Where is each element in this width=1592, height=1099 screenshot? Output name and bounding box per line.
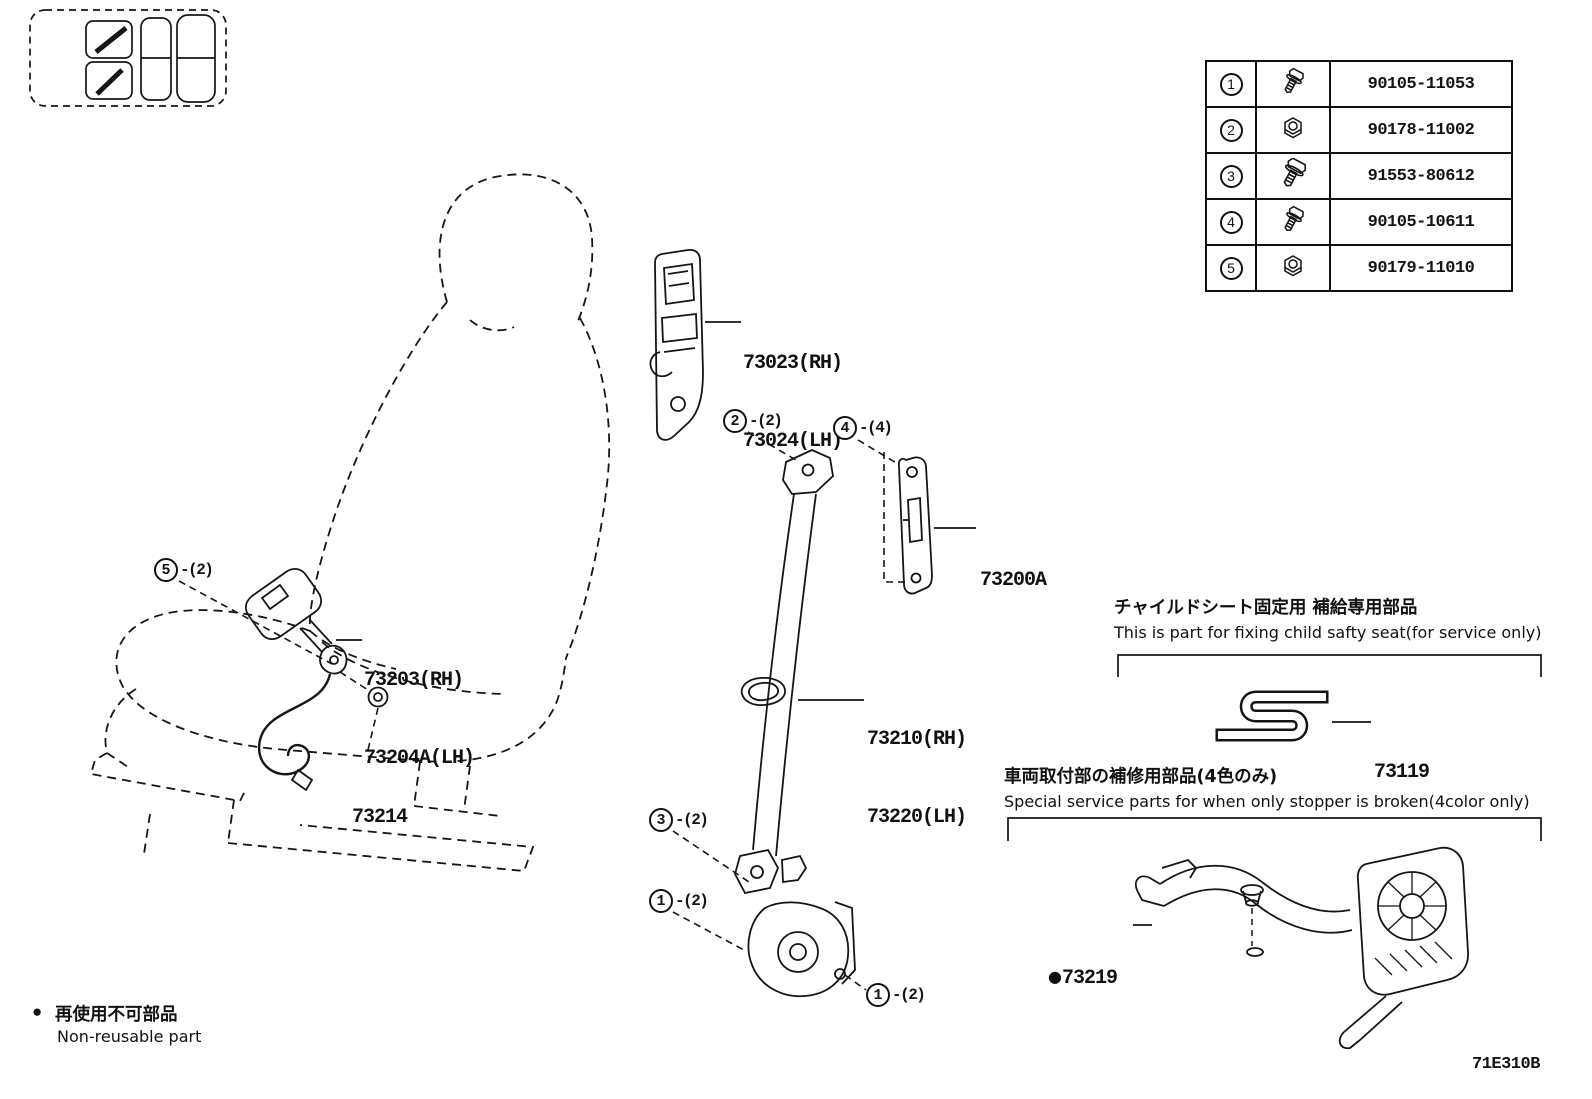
fastener-row: 2 90178-11002 xyxy=(1205,106,1513,154)
callout-number: 3 xyxy=(649,808,673,832)
child-seat-note-en: This is part for fixing child safty seat… xyxy=(1114,623,1542,642)
bolt-icon xyxy=(1277,156,1309,194)
ring-drawing xyxy=(367,686,389,708)
callout-qty: -(2) xyxy=(675,892,709,910)
fastener-index: 1 xyxy=(1219,72,1243,96)
fastener-index: 2 xyxy=(1219,118,1243,142)
part-number: 73210(RH) xyxy=(867,728,967,751)
callout-number: 1 xyxy=(866,983,890,1007)
shoulder-belt-assembly-drawing xyxy=(734,449,864,998)
fastener-index: 3 xyxy=(1219,164,1243,188)
callout-number: 2 xyxy=(723,409,747,433)
part-number: 73024(LH) xyxy=(743,430,843,453)
fastener-table: 1 90105-11053 2 90178-11002 3 91553-8061… xyxy=(1205,60,1513,292)
drawing-code: 71E310B xyxy=(1472,1055,1540,1074)
callout-qty: -(2) xyxy=(749,412,783,430)
label-adjuster: 73200A xyxy=(980,516,1047,620)
part-number: 73204A(LH) xyxy=(364,747,475,770)
fastener-part-number: 90105-11053 xyxy=(1329,60,1513,108)
callout-4: 4-(4) xyxy=(833,416,893,440)
label-inner-belt: 73203(RH) 73204A(LH) xyxy=(364,616,475,798)
callout-1a: 1-(2) xyxy=(649,889,709,913)
part-number: 73119 xyxy=(1374,761,1430,784)
label-stopper: ●73219 xyxy=(1048,912,1118,1018)
nut-icon xyxy=(1280,254,1306,283)
part-number: 73023(RH) xyxy=(743,352,843,375)
leader-lines xyxy=(178,431,905,991)
callout-qty: -(2) xyxy=(675,811,709,829)
callout-1b: 1-(2) xyxy=(866,983,926,1007)
child-seat-note-jp: チャイルドシート固定用 補給専用部品 xyxy=(1114,598,1418,618)
callout-number: 4 xyxy=(833,416,857,440)
fastener-index: 4 xyxy=(1219,210,1243,234)
nut-icon xyxy=(1280,116,1306,145)
fastener-part-number: 90178-11002 xyxy=(1329,106,1513,154)
stopper-parts-drawing xyxy=(1133,846,1469,1050)
adjuster-bracket-drawing xyxy=(897,456,976,595)
child-seat-clip-drawing xyxy=(1215,690,1371,742)
pillar-anchor-cover-drawing xyxy=(649,248,741,441)
fastener-part-number: 90105-10611 xyxy=(1329,198,1513,246)
fastener-part-number: 91553-80612 xyxy=(1329,152,1513,200)
label-pillar-anchor: 73023(RH) 73024(LH) xyxy=(743,299,843,481)
callout-number: 1 xyxy=(649,889,673,913)
legend-jp: 再使用不可部品 xyxy=(55,1005,178,1025)
callout-qty: -(4) xyxy=(859,419,893,437)
fastener-part-number: 90179-11010 xyxy=(1329,244,1513,292)
non-reusable-bullet-icon: ● xyxy=(32,1002,43,1021)
note-brackets xyxy=(1007,654,1542,841)
callout-number: 5 xyxy=(154,558,178,582)
callout-3: 3-(2) xyxy=(649,808,709,832)
fastener-row: 1 90105-11053 xyxy=(1205,60,1513,108)
part-number: 73200A xyxy=(980,569,1047,592)
fastener-row: 3 91553-80612 xyxy=(1205,152,1513,200)
label-ring: 73214 xyxy=(352,753,408,857)
label-outer-belt: 73210(RH) 73220(LH) xyxy=(867,675,967,857)
callout-qty: -(2) xyxy=(892,986,926,1004)
stopper-note-jp: 車両取付部の補修用部品(4色のみ) xyxy=(1004,767,1278,787)
legend-en: Non-reusable part xyxy=(57,1027,202,1046)
part-number: 73214 xyxy=(352,806,408,829)
buckle-assembly-drawing xyxy=(245,568,362,792)
part-number: 73220(LH) xyxy=(867,806,967,829)
stopper-note-en: Special service parts for when only stop… xyxy=(1004,792,1530,811)
fastener-index: 5 xyxy=(1219,256,1243,280)
part-number: 73203(RH) xyxy=(364,669,464,692)
seat-map-icon xyxy=(29,9,227,107)
callout-2: 2-(2) xyxy=(723,409,783,433)
non-reusable-bullet-icon: ● xyxy=(1048,967,1062,986)
callout-qty: -(2) xyxy=(180,561,214,579)
fastener-row: 4 90105-10611 xyxy=(1205,198,1513,246)
seat-outline-sketch xyxy=(89,173,611,872)
bolt-icon xyxy=(1278,205,1308,239)
bolt-icon xyxy=(1278,67,1308,101)
label-child-clip: 73119 xyxy=(1374,708,1430,812)
callout-5: 5-(2) xyxy=(154,558,214,582)
fastener-row: 5 90179-11010 xyxy=(1205,244,1513,292)
part-number: ●73219 xyxy=(1048,967,1118,990)
